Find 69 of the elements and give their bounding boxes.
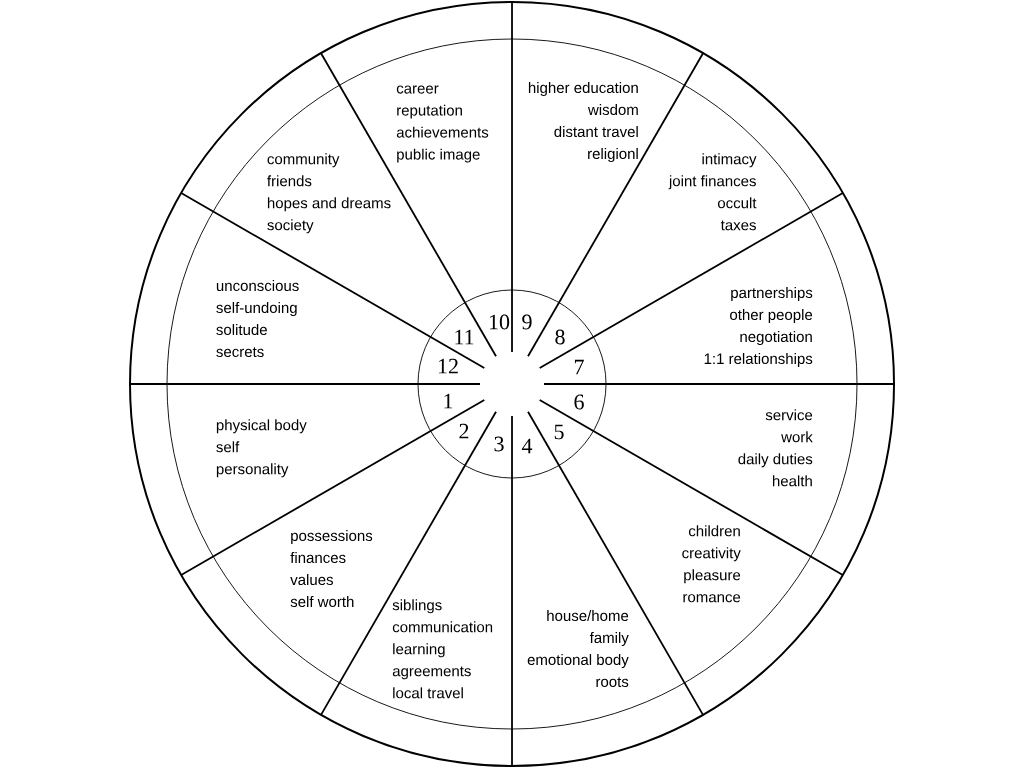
node-label: romance <box>683 594 741 603</box>
node-label: negotiation <box>740 331 812 346</box>
keyword-list: siblings communication learning agreements local travel <box>392 599 493 699</box>
node-label: public image <box>397 148 480 163</box>
house-number: 10 <box>489 314 510 330</box>
node-label: unconscious <box>216 280 299 292</box>
node-label: siblings <box>392 599 442 614</box>
node-label: health <box>772 475 812 487</box>
node-label: taxes <box>720 220 756 231</box>
keyword-list: unconscious self-undoing solitude secrets <box>216 280 299 358</box>
node-label: possessions <box>291 530 373 545</box>
house-number: 4 <box>521 438 533 454</box>
node-label: daily duties <box>738 453 813 468</box>
node-label: hopes and dreams <box>267 197 391 212</box>
node-label: other people <box>730 309 813 324</box>
house-number: 5 <box>554 424 564 440</box>
node-label: values <box>290 574 333 586</box>
node-label: children <box>688 525 740 537</box>
house-number: 7 <box>574 359 584 375</box>
node-label: intimacy <box>702 153 757 168</box>
house-number: 2 <box>459 423 469 439</box>
house-number: 12 <box>438 358 458 374</box>
keyword-list: physical body self personality <box>216 419 307 478</box>
house-number: 9 <box>522 314 532 330</box>
node-label: learning <box>393 643 445 658</box>
house-number: 3 <box>494 436 504 452</box>
keyword-list: community friends hopes and dreams society <box>267 153 391 234</box>
house-number: 8 <box>555 329 565 345</box>
keyword-list: possessions finances values self worth <box>290 530 373 608</box>
node-label: partnerships <box>731 287 813 302</box>
node-label: creativity <box>682 547 741 562</box>
node-label: self worth <box>290 596 354 608</box>
node-label: finances <box>290 552 346 564</box>
node-label: pleasure <box>684 569 741 584</box>
node-label: family <box>589 632 629 647</box>
node-label: self-undoing <box>216 302 297 317</box>
node-label: local travel <box>393 687 463 699</box>
node-label: joint finances <box>668 175 756 190</box>
node-label: society <box>267 219 314 234</box>
node-label: roots <box>596 677 629 688</box>
node-label: reputation <box>397 104 462 119</box>
node-label: religionl <box>588 148 638 163</box>
node-label: occult <box>717 197 757 209</box>
node-label: work <box>781 431 813 443</box>
house-number: 6 <box>574 394 584 410</box>
node-label: higher education <box>528 82 638 97</box>
node-label: secrets <box>216 347 264 358</box>
node-label: agreements <box>392 666 471 680</box>
keyword-list: house/home family emotional body roots <box>527 610 629 688</box>
node-label: distant travel <box>554 126 638 138</box>
node-label: friends <box>267 175 312 187</box>
node-label: house/home <box>547 610 629 622</box>
keyword-list: children creativity pleasure romance <box>682 525 741 603</box>
keyword-list: intimacy joint finances occult taxes <box>668 153 757 231</box>
node-label: emotional body <box>527 654 629 669</box>
keyword-list: higher education wisdom distant travel religionl <box>528 82 638 162</box>
node-label: 1:1 relationships <box>704 353 813 368</box>
node-label: community <box>267 153 340 168</box>
house-number: 11 <box>455 329 474 345</box>
house-number: 1 <box>444 393 453 409</box>
node-label: service <box>765 409 813 421</box>
node-label: career <box>396 85 439 94</box>
node-label: solitude <box>216 324 267 336</box>
node-label: communication <box>392 621 493 633</box>
keyword-list: service work daily duties health <box>738 409 813 487</box>
node-label: achievements <box>396 126 489 138</box>
keyword-list: partnerships other people negotiation 1:1 relationships <box>704 287 813 367</box>
keyword-list: career reputation achievements public image <box>396 85 489 163</box>
node-label: wisdom <box>587 104 638 116</box>
